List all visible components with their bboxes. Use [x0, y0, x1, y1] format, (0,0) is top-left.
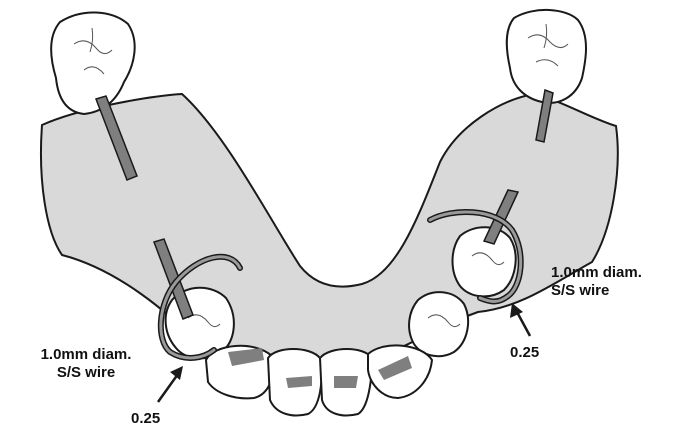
- rest-2: [286, 376, 312, 388]
- right-wire-label-line2: S/S wire: [551, 282, 642, 300]
- right-premolar-lower: [409, 292, 468, 356]
- left-wire-label-line2: S/S wire: [6, 364, 166, 382]
- right-measurement-label: 0.25: [510, 344, 539, 362]
- upper-right-molar: [507, 10, 586, 103]
- upper-left-molar: [51, 12, 134, 114]
- right-wire-label-line1: 1.0mm diam.: [551, 264, 642, 282]
- rest-3: [334, 376, 358, 388]
- left-wire-label: 1.0mm diam. S/S wire: [6, 346, 166, 382]
- left-measurement-label: 0.25: [131, 410, 160, 428]
- right-wire-label: 1.0mm diam. S/S wire: [551, 264, 642, 300]
- anterior-teeth: [206, 345, 432, 415]
- right-measure-arrow: [510, 303, 530, 336]
- acrylic-plate: [41, 94, 618, 360]
- right-premolar-upper: [453, 227, 516, 296]
- left-wire-label-line1: 1.0mm diam.: [6, 346, 166, 364]
